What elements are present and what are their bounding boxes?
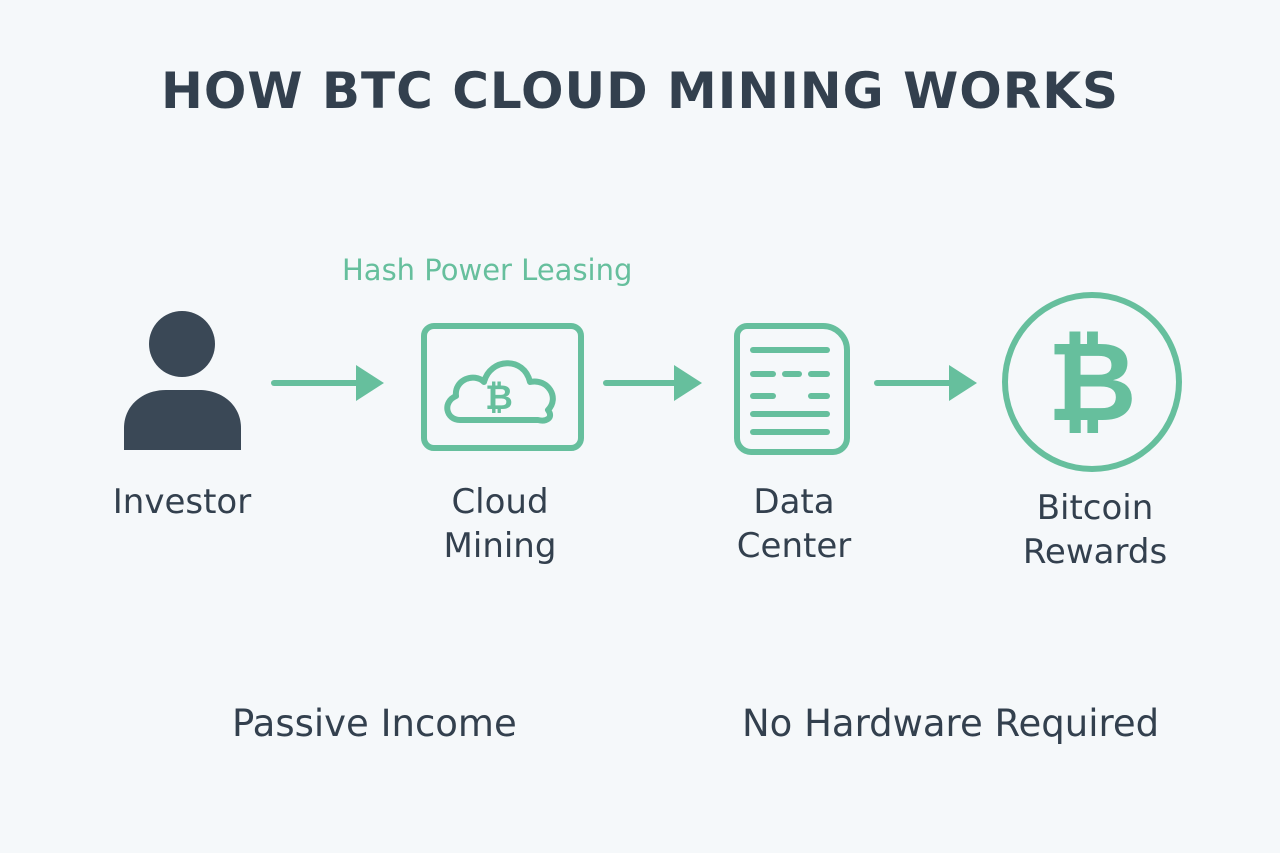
arrow-right-icon xyxy=(874,365,977,401)
bitcoin-coin-icon: ₿ xyxy=(1002,292,1182,472)
step-data-center-line2: Center xyxy=(736,526,852,566)
server-rack-icon xyxy=(734,323,850,455)
arrow-right-icon xyxy=(603,365,702,401)
benefit-no-hardware: No Hardware Required xyxy=(742,702,1160,745)
person-icon xyxy=(124,311,241,450)
step-cloud-mining-line1: Cloud xyxy=(451,482,549,522)
step-cloud-mining-label: Cloud Mining xyxy=(400,480,600,568)
step-data-center-line1: Data xyxy=(753,482,835,522)
coin-btc-symbol: ₿ xyxy=(1047,318,1137,446)
step-bitcoin-rewards-label: Bitcoin Rewards xyxy=(985,486,1205,574)
step-bitcoin-rewards-line1: Bitcoin xyxy=(1036,488,1154,528)
step-bitcoin-rewards-line2: Rewards xyxy=(1022,532,1168,572)
benefit-passive-income: Passive Income xyxy=(232,702,517,745)
arrow-right-icon xyxy=(271,365,384,401)
step-cloud-mining-line2: Mining xyxy=(443,526,557,566)
cloud-bitcoin-icon: ₿ xyxy=(421,323,584,451)
diagram-title: HOW BTC CLOUD MINING WORKS xyxy=(160,62,1120,120)
cloud-btc-symbol: ₿ xyxy=(485,378,513,418)
diagram-subtitle: Hash Power Leasing xyxy=(342,253,633,287)
step-data-center-label: Data Center xyxy=(694,480,894,568)
step-investor-label: Investor xyxy=(82,480,282,524)
step-investor-line1: Investor xyxy=(112,482,252,522)
